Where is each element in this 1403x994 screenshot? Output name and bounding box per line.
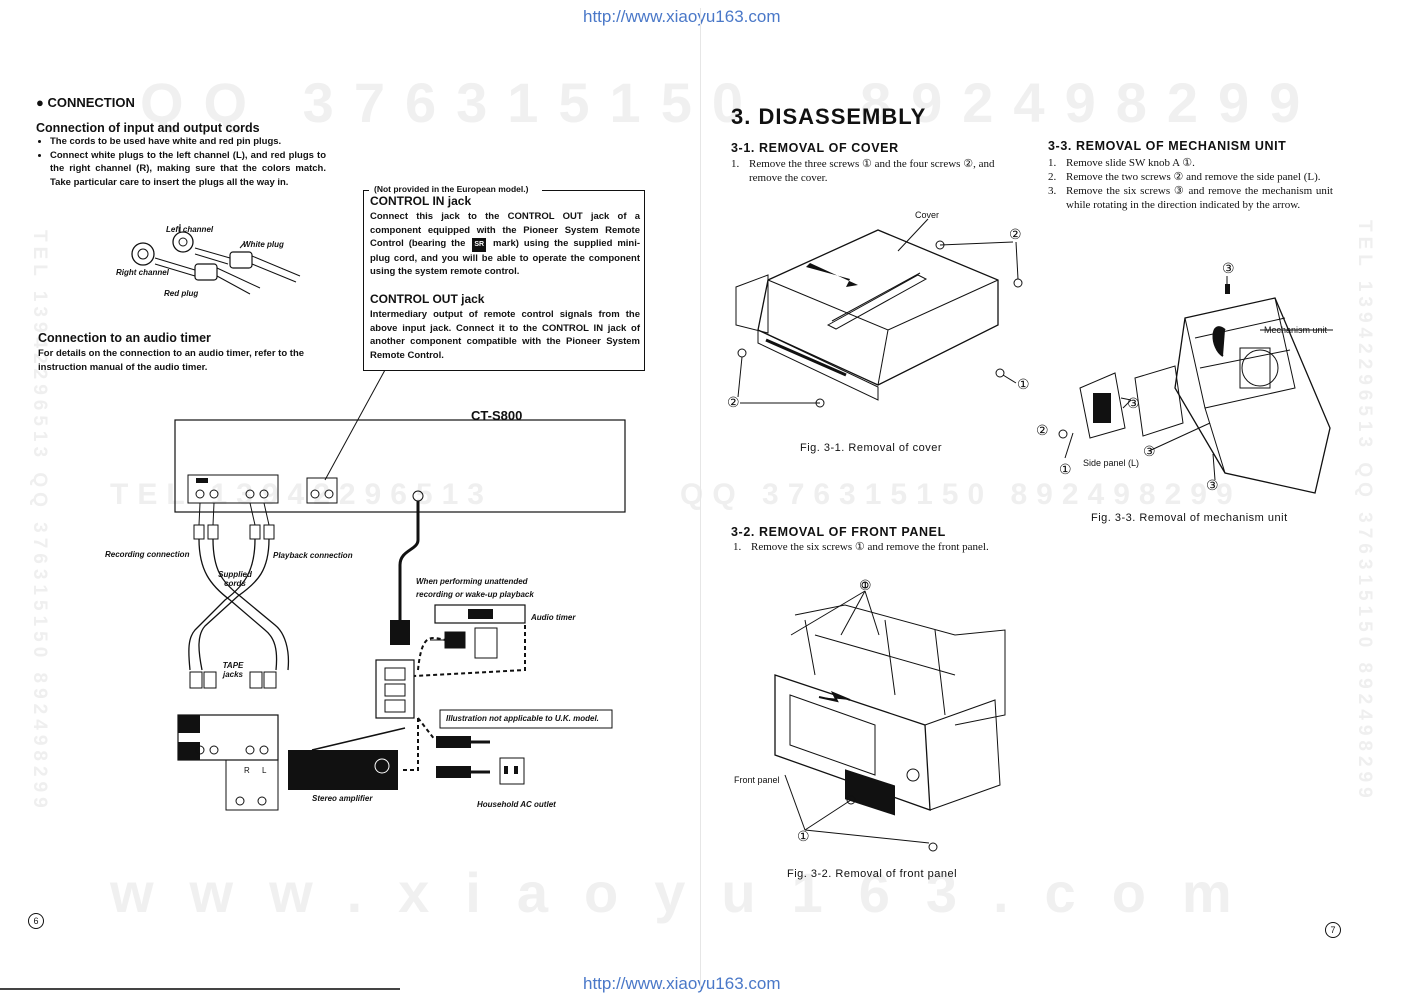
callout-3: ③	[1127, 395, 1140, 411]
l-label: L	[262, 766, 267, 775]
fig-3-1-caption: Fig. 3-1. Removal of cover	[800, 442, 942, 454]
plug-illustration	[131, 224, 301, 295]
io-item: The cords to be used have white and red …	[50, 135, 326, 149]
mechanism-unit-label: Mechanism unit	[1264, 325, 1328, 335]
section-3-2-heading: 3-2. REMOVAL OF FRONT PANEL	[731, 525, 946, 539]
callout-2: ②	[727, 394, 740, 410]
box-note: (Not provided in the European model.)	[372, 183, 531, 197]
step-number: 3.	[1048, 185, 1057, 197]
io-heading: Connection of input and output cords	[36, 121, 260, 135]
url-bottom[interactable]: http://www.xiaoyu163.com	[583, 974, 781, 993]
callout-1: ①	[1017, 376, 1030, 392]
step-text: Remove the six screws ③ and remove the m…	[1066, 185, 1333, 211]
step-text: Remove the six screws ① and remove the f…	[751, 541, 989, 553]
control-out-heading: CONTROL OUT jack	[370, 292, 485, 306]
control-in-text-a: Connect this jack to the CONTROL OUT jac…	[370, 211, 640, 249]
red-plug-label: Red plug	[164, 289, 199, 298]
fig-3-1-illustration	[735, 218, 1023, 408]
ct-s800-unit	[174, 419, 626, 513]
step: 1. Remove the three screws ① and the four…	[731, 157, 1021, 185]
supplied-cords-label: Supplied cords	[218, 570, 252, 588]
section-3-3-heading: 3-3. REMOVAL OF MECHANISM UNIT	[1048, 139, 1287, 153]
timer-text: For details on the connection to an audi…	[38, 348, 305, 373]
connection-diagram	[174, 370, 626, 811]
callout-1: ①	[797, 828, 810, 844]
watermark-qq-right: 892498299	[860, 71, 1321, 134]
left-channel-label: Left channel	[166, 225, 214, 234]
control-in-heading: CONTROL IN jack	[370, 194, 472, 208]
watermark-vertical-right: TEL 13942296513 QQ 376315150 892498299	[1354, 220, 1375, 803]
control-in-text-b: mark) using the supplied mini-plug cord,…	[370, 238, 641, 277]
side-panel-label: Side panel (L)	[1083, 458, 1140, 468]
page-title: 3. DISASSEMBLY	[731, 104, 927, 129]
outlet-label: Household AC outlet	[477, 800, 556, 809]
fig-3-3-illustration	[1058, 276, 1333, 494]
callout-1: ①	[859, 577, 872, 593]
step-number: 1.	[1048, 157, 1057, 169]
io-list: The cords to be used have white and red …	[36, 135, 326, 189]
cover-label: Cover	[915, 210, 940, 220]
control-out-text: Intermediary output of remote control si…	[370, 309, 640, 361]
step-text: Remove slide SW knob A ①.	[1066, 157, 1195, 169]
amplifier-label: Stereo amplifier	[312, 794, 373, 803]
callout-1: ①	[1059, 461, 1072, 477]
step-text: Remove the three screws ① and the four s…	[749, 158, 995, 184]
step: 2. Remove the two screws ② and remove the…	[1048, 170, 1333, 184]
watermark-qq-mid: QQ 376315150 892498299	[680, 478, 1242, 511]
url-top[interactable]: http://www.xiaoyu163.com	[583, 7, 781, 26]
model-label: CT-S800	[471, 408, 523, 423]
page-number-left: 6	[28, 913, 44, 929]
right-channel-label: Right channel	[116, 268, 169, 277]
fig-3-2-illustration	[774, 581, 1006, 852]
control-box: (Not provided in the European model.) CO…	[363, 183, 645, 371]
fig-3-2-caption: Fig. 3-2. Removal of front panel	[787, 868, 958, 880]
callout-2: ②	[1009, 226, 1022, 242]
step-number: 2.	[1048, 171, 1057, 183]
step-number: 1.	[731, 158, 740, 170]
watermark-qq-left: QQ 376315150	[140, 71, 763, 134]
watermark-web: www.xiaoyu163.com	[110, 861, 1268, 924]
audio-timer-label: Audio timer	[531, 613, 576, 622]
section-3-2-steps: 1. Remove the six screws ① and remove the…	[733, 540, 1033, 554]
page-number-right: 7	[1325, 922, 1341, 938]
watermark-vertical-left: TEL 13942296513 QQ 376315150 892498299	[29, 230, 50, 813]
page-fold	[700, 8, 701, 988]
step: 1. Remove slide SW knob A ①.	[1048, 156, 1333, 170]
callout-3: ③	[1143, 443, 1156, 459]
io-item: Connect white plugs to the left channel …	[50, 149, 326, 190]
unattended-label: When performing unattended recording or …	[416, 577, 534, 599]
recording-label: Recording connection	[105, 550, 190, 559]
callout-2: ②	[1036, 422, 1049, 438]
tape-jacks-label: TAPE jacks	[222, 661, 244, 679]
white-plug-label: White plug	[243, 240, 284, 249]
r-label: R	[244, 766, 250, 775]
section-3-1-steps: 1. Remove the three screws ① and the four…	[731, 157, 1021, 185]
step-text: Remove the two screws ② and remove the s…	[1066, 171, 1321, 183]
fig-3-3-caption: Fig. 3-3. Removal of mechanism unit	[1091, 512, 1288, 524]
step: 1. Remove the six screws ① and remove the…	[733, 540, 1033, 554]
step: 3. Remove the six screws ③ and remove the…	[1048, 184, 1333, 212]
connection-heading: ● CONNECTION	[36, 95, 135, 110]
section-3-1-heading: 3-1. REMOVAL OF COVER	[731, 141, 899, 155]
control-in-text: Connect this jack to the CONTROL OUT jac…	[370, 210, 640, 279]
uk-note-label: Illustration not applicable to U.K. mode…	[446, 714, 599, 723]
playback-label: Playback connection	[273, 551, 353, 560]
sr-mark: SR	[472, 238, 487, 252]
timer-heading: Connection to an audio timer	[38, 331, 211, 345]
front-panel-label: Front panel	[734, 775, 780, 785]
section-3-3-steps: 1. Remove slide SW knob A ①. 2. Remove the…	[1048, 156, 1333, 212]
callout-3: ③	[1222, 260, 1235, 276]
bottom-rule	[0, 988, 400, 990]
callout-3: ③	[1206, 477, 1219, 493]
step-number: 1.	[733, 541, 742, 553]
watermark-tel: TEL 13942296513	[110, 478, 493, 511]
